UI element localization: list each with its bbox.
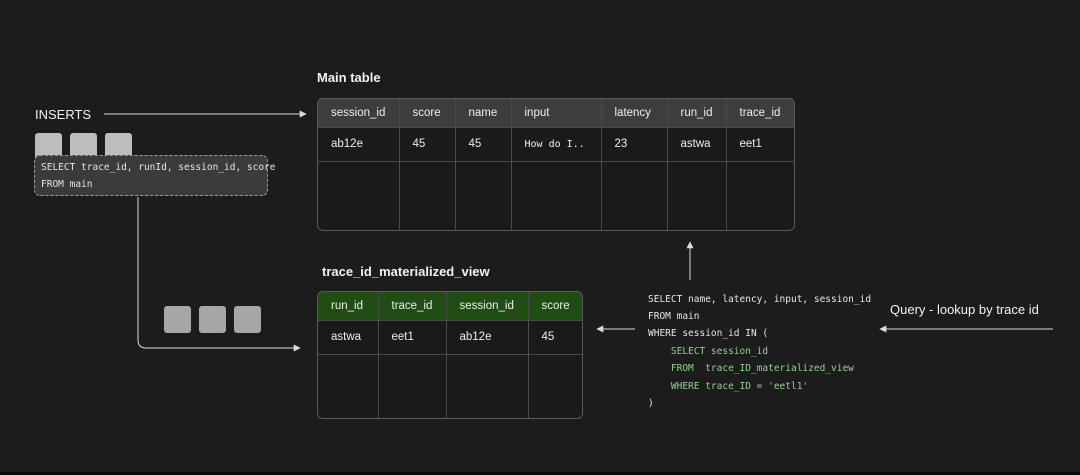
- main-empty-cell: [399, 161, 456, 230]
- main-empty-cell: [667, 161, 727, 230]
- mv-table-title: trace_id_materialized_view: [322, 264, 490, 279]
- query-sql-line: FROM main: [648, 311, 700, 322]
- main-empty-cell: [455, 161, 512, 230]
- query-subquery: FROM trace_ID_materialized_view: [648, 363, 854, 374]
- mv-cell: astwa: [318, 320, 379, 355]
- query-sql-line: WHERE trace_ID = 'eetl1': [648, 381, 809, 392]
- mv-cell: 45: [528, 320, 582, 355]
- main-col-header: run_id: [667, 99, 727, 128]
- query-sql-line: SELECT name, latency, input, session_id: [648, 294, 872, 305]
- main-empty-cell: [318, 161, 400, 230]
- main-table: session_id score name input latency run_…: [317, 98, 795, 231]
- mv-empty-cell: [318, 354, 379, 418]
- query-sql-line: WHERE session_id IN (: [648, 328, 769, 339]
- main-cell: How do I..: [511, 127, 602, 162]
- inserts-label: INSERTS: [35, 107, 92, 122]
- mv-col-header: trace_id: [378, 292, 447, 321]
- mv-empty-cell: [446, 354, 529, 418]
- main-empty-cell: [511, 161, 602, 230]
- main-col-header: latency: [601, 99, 668, 128]
- insert-sql-line: FROM main: [41, 179, 93, 190]
- mv-row-block: [199, 306, 226, 333]
- mv-row-block: [234, 306, 261, 333]
- mv-cell: ab12e: [446, 320, 529, 355]
- mv-empty-cell: [528, 354, 582, 418]
- main-cell: astwa: [667, 127, 727, 162]
- mv-feed-arrow: [137, 197, 301, 352]
- main-cell: 23: [601, 127, 668, 162]
- main-cell: 45: [399, 127, 456, 162]
- insert-sql-box: SELECT trace_id, runId, session_id, scor…: [34, 155, 276, 196]
- main-col-header: name: [455, 99, 512, 128]
- main-table-title: Main table: [317, 70, 381, 85]
- mv-table: run_id trace_id session_id score astwa e…: [317, 291, 583, 419]
- mv-cell: eet1: [378, 320, 447, 355]
- mv-empty-cell: [378, 354, 447, 418]
- main-col-header: input: [511, 99, 602, 128]
- query-label: Query - lookup by trace id: [890, 302, 1039, 317]
- mv-col-header: session_id: [446, 292, 529, 321]
- main-cell: 45: [455, 127, 512, 162]
- mv-col-header: run_id: [318, 292, 379, 321]
- mv-row-block: [164, 306, 191, 333]
- query-sql-line: SELECT session_id: [648, 346, 769, 357]
- main-empty-cell: [726, 161, 794, 230]
- query-subquery: SELECT session_id: [648, 346, 768, 357]
- main-col-header: score: [399, 99, 456, 128]
- insert-sql-line: SELECT trace_id, runId, session_id, scor…: [41, 162, 276, 173]
- main-cell: ab12e: [318, 127, 400, 162]
- main-col-header: trace_id: [726, 99, 794, 128]
- main-col-header: session_id: [318, 99, 400, 128]
- main-cell: eet1: [726, 127, 794, 162]
- mv-col-header: score: [528, 292, 582, 321]
- main-empty-cell: [601, 161, 668, 230]
- bottom-border: [0, 472, 1080, 475]
- query-subquery: WHERE trace_ID = 'eetl1': [648, 381, 808, 392]
- query-sql-line: FROM trace_ID_materialized_view: [648, 363, 854, 374]
- query-sql-line: ): [648, 398, 654, 409]
